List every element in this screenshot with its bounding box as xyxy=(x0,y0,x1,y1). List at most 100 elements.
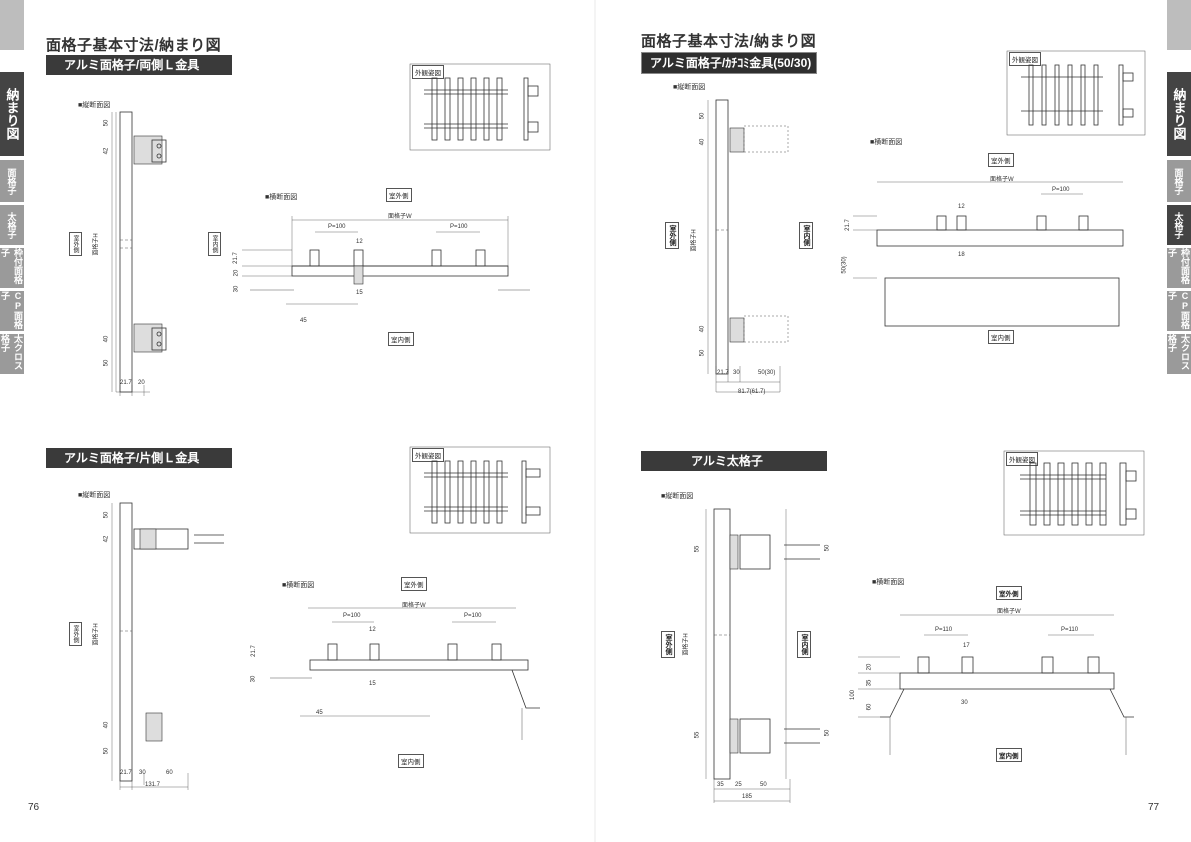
dim-c-45: 45 xyxy=(316,710,323,716)
dim-c-50: 50 xyxy=(103,511,110,519)
section-d-outdoor-v: 室外側 xyxy=(661,631,675,658)
page-title-left: 面格子基本寸法/納まり図 xyxy=(46,37,222,54)
section-a-exterior-view xyxy=(409,63,551,151)
side-tab-menkoshi-right[interactable]: 面格子 xyxy=(1167,160,1191,202)
page-number-right: 77 xyxy=(1148,802,1160,813)
dim-b-30: 30 xyxy=(733,370,740,376)
section-b-exterior-view-label: 外観姿図 xyxy=(1009,52,1041,66)
side-tab-nosamari-left[interactable]: 納まり図 xyxy=(0,72,24,156)
dim-b-p100: P=100 xyxy=(1052,187,1070,193)
dim-d-h60: 60 xyxy=(866,703,873,711)
section-a-title: アルミ面格子/両側Ｌ金具 xyxy=(46,55,232,75)
dim-d-50b: 50 xyxy=(824,729,831,737)
section-a-indoor-h: 室内側 xyxy=(388,332,414,346)
section-b-title: アルミ面格子/ｶﾁｺﾐ金具(50/30) xyxy=(641,52,817,74)
dim-c-42: 42 xyxy=(103,535,110,543)
section-c-exterior-view xyxy=(409,446,551,534)
dim-a-15: 15 xyxy=(356,290,363,296)
dim-a-h217: 21.7 xyxy=(232,252,239,264)
section-a-horizontal-drawing xyxy=(242,216,530,305)
section-d-indoor-v: 室内側 xyxy=(797,631,811,658)
section-a-outdoor-h: 室外側 xyxy=(386,188,412,202)
side-tab-nosamari-right[interactable]: 納まり図 xyxy=(1167,72,1191,156)
dim-d-p110a: P=110 xyxy=(935,627,953,633)
dim-d-width: 面格子W xyxy=(997,609,1021,615)
section-b-exterior-view xyxy=(1006,50,1146,136)
dim-d-25: 25 xyxy=(735,782,742,788)
dim-d-height: 面格子H xyxy=(683,633,690,656)
dim-c-width: 面格子W xyxy=(402,603,426,609)
dim-c-h217: 21.7 xyxy=(250,645,257,657)
dim-d-17: 17 xyxy=(963,643,970,649)
dim-b-total: 81.7(61.7) xyxy=(738,389,766,395)
side-tab-futokoshi-left[interactable]: 太格子 xyxy=(0,205,24,245)
dim-a-height: 面格子H xyxy=(93,233,100,256)
dim-c-217: 21.7 xyxy=(120,770,132,776)
dim-d-total: 185 xyxy=(742,794,753,800)
side-tab-wakutsuki-right[interactable]: 枠付面格子 xyxy=(1167,248,1191,288)
dim-a-20: 20 xyxy=(138,380,145,386)
dim-b-40b: 40 xyxy=(699,325,706,333)
dim-a-42: 42 xyxy=(103,147,110,155)
dim-a-p100b: P=100 xyxy=(450,224,468,230)
section-b-outdoor-h: 室外側 xyxy=(988,153,1014,167)
section-c-indoor-h: 室内側 xyxy=(398,754,424,768)
section-b-horizontal-label: ■横断面図 xyxy=(870,139,903,146)
dim-a-h30: 30 xyxy=(233,285,240,293)
dim-a-12: 12 xyxy=(356,239,363,245)
section-a-horizontal-label: ■横断面図 xyxy=(265,194,298,201)
section-d-horizontal-drawing xyxy=(858,614,1134,755)
side-tab-futokoshi-right[interactable]: 太格子 xyxy=(1167,205,1191,245)
dim-a-50b: 50 xyxy=(103,359,110,367)
section-a-outdoor-v: 室外側 xyxy=(69,232,82,256)
section-a-exterior-view-label: 外観姿図 xyxy=(412,65,444,79)
dim-d-30: 30 xyxy=(961,700,968,706)
section-d-outdoor-h: 室外側 xyxy=(996,586,1022,600)
page-gutter xyxy=(594,0,596,842)
side-tab-cp-right[interactable]: CP面格子 xyxy=(1167,291,1191,331)
page-title-right: 面格子基本寸法/納まり図 xyxy=(641,33,817,50)
section-d-exterior-view-label: 外観姿図 xyxy=(1006,452,1038,466)
page-number-left: 76 xyxy=(28,802,40,813)
dim-a-p100a: P=100 xyxy=(328,224,346,230)
section-d-title: アルミ太格子 xyxy=(641,451,827,471)
section-c-vertical-label: ■縦断面図 xyxy=(78,492,111,499)
section-c-horizontal-label: ■横断面図 xyxy=(282,582,315,589)
dim-c-h30: 30 xyxy=(250,675,257,683)
section-b-indoor-h: 室内側 xyxy=(988,330,1014,344)
dim-a-width: 面格子W xyxy=(388,214,412,220)
dim-d-50: 50 xyxy=(824,544,831,552)
side-tab-futocross-right[interactable]: 太クロス格子 xyxy=(1167,334,1191,374)
section-b-outdoor-v: 室外側 xyxy=(665,222,679,249)
dim-b-h50-30: 50(30) xyxy=(841,256,848,274)
section-d-horizontal-label: ■横断面図 xyxy=(872,579,905,586)
dim-d-55b: 55 xyxy=(694,731,701,739)
dim-b-217: 21.7 xyxy=(717,370,729,376)
dim-d-50c: 50 xyxy=(760,782,767,788)
dim-d-h100: 100 xyxy=(850,689,857,701)
dim-a-50: 50 xyxy=(103,119,110,127)
dim-a-217: 21.7 xyxy=(120,380,132,386)
side-tab-top-blank-left xyxy=(0,0,24,50)
dim-d-55: 55 xyxy=(694,545,701,553)
dim-c-60: 60 xyxy=(166,770,173,776)
dim-c-p100b: P=100 xyxy=(464,613,482,619)
section-d-vertical-label: ■縦断面図 xyxy=(661,493,694,500)
section-a-indoor-v: 室内側 xyxy=(208,232,221,256)
section-c-vertical-drawing xyxy=(111,502,224,790)
dim-c-height: 面格子H xyxy=(93,623,100,646)
section-b-horizontal-drawing xyxy=(853,181,1124,327)
dim-c-15: 15 xyxy=(369,681,376,687)
dim-a-40: 40 xyxy=(103,335,110,343)
dim-b-h217: 21.7 xyxy=(844,219,851,231)
dim-b-50: 50 xyxy=(699,112,706,120)
side-tab-cp-left[interactable]: CP面格子 xyxy=(0,291,24,331)
side-tab-menkoshi-left[interactable]: 面格子 xyxy=(0,160,24,202)
section-c-horizontal-drawing xyxy=(270,607,540,740)
section-b-vertical-label: ■縦断面図 xyxy=(673,84,706,91)
dim-c-50b: 50 xyxy=(103,747,110,755)
dim-a-h20: 20 xyxy=(233,269,240,277)
side-tab-wakutsuki-left[interactable]: 枠付面格子 xyxy=(0,248,24,288)
dim-d-p110b: P=110 xyxy=(1061,627,1079,633)
side-tab-futocross-left[interactable]: 太クロス格子 xyxy=(0,334,24,374)
